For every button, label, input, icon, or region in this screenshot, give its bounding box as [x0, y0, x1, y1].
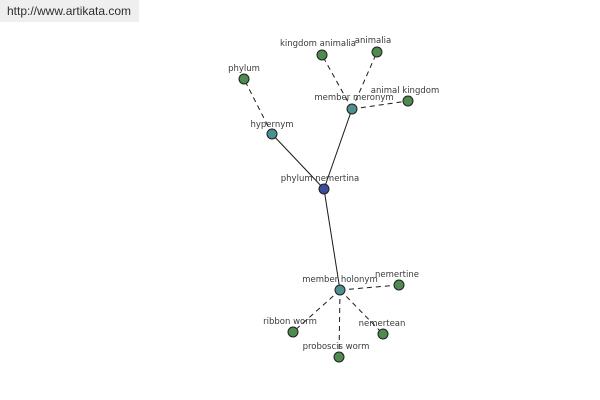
edge-phylum-nemertina-to-member-holonym	[323, 188, 341, 291]
node-ribbon-worm-marker[interactable]	[287, 326, 299, 338]
node-kingdom-animalia[interactable]: kingdom animalia	[280, 39, 356, 61]
edge-member-holonym-to-nemertine	[339, 284, 400, 291]
node-nemertine-marker[interactable]	[393, 279, 405, 291]
edge-phylum-nemertina-to-hypernym	[271, 133, 325, 190]
node-nemertine-label[interactable]: nemertine	[375, 270, 419, 280]
node-animalia[interactable]: animalia	[355, 36, 391, 58]
node-proboscis-worm-label[interactable]: proboscis worm	[303, 342, 370, 352]
node-phylum[interactable]: phylum	[228, 64, 260, 85]
node-hypernym-label[interactable]: hypernym	[250, 120, 293, 130]
node-animal-kingdom-label[interactable]: animal kingdom	[371, 86, 439, 96]
node-animalia-label[interactable]: animalia	[355, 36, 391, 46]
node-member-meronym[interactable]: member meronym	[314, 93, 394, 115]
node-nemertean-label[interactable]: nemertean	[359, 319, 406, 329]
node-member-meronym-marker[interactable]	[346, 103, 358, 115]
node-phylum-marker[interactable]	[238, 73, 250, 85]
node-phylum-nemertina[interactable]: phylum nemertina	[281, 174, 359, 195]
node-hypernym[interactable]: hypernym	[250, 120, 294, 140]
edge-member-holonym-to-ribbon-worm	[292, 289, 341, 333]
node-phylum-label[interactable]: phylum	[228, 64, 260, 74]
node-member-holonym[interactable]: member holonym	[302, 275, 378, 296]
node-phylum-nemertina-label[interactable]: phylum nemertina	[281, 174, 359, 184]
edges-layer	[243, 51, 409, 358]
node-nemertine[interactable]: nemertine	[375, 270, 419, 291]
node-nemertean[interactable]: nemertean	[359, 319, 406, 340]
node-member-holonym-marker[interactable]	[334, 284, 346, 296]
node-proboscis-worm[interactable]: proboscis worm	[303, 342, 370, 363]
node-ribbon-worm-label[interactable]: ribbon worm	[263, 317, 317, 327]
node-member-meronym-label[interactable]: member meronym	[314, 93, 393, 103]
node-kingdom-animalia-label[interactable]: kingdom animalia	[280, 39, 356, 49]
node-member-holonym-label[interactable]: member holonym	[302, 275, 377, 285]
node-hypernym-marker[interactable]	[266, 128, 278, 140]
node-kingdom-animalia-marker[interactable]	[316, 49, 328, 61]
node-ribbon-worm[interactable]: ribbon worm	[263, 317, 317, 338]
edge-member-meronym-to-animalia	[351, 51, 378, 110]
nodes-layer: phylum nemertina hypernym member meronym me…	[228, 36, 439, 363]
node-nemertean-marker[interactable]	[377, 328, 389, 340]
edge-phylum-nemertina-to-member-meronym	[323, 108, 353, 190]
edge-hypernym-to-phylum	[243, 78, 273, 135]
edge-member-holonym-to-nemertean	[339, 289, 384, 335]
edge-member-meronym-to-animal-kingdom	[351, 100, 409, 110]
edge-member-holonym-to-proboscis-worm	[338, 289, 341, 358]
artikata-link[interactable]: http://www.artikata.com	[0, 0, 139, 22]
node-animalia-marker[interactable]	[371, 46, 383, 58]
node-animal-kingdom-marker[interactable]	[402, 95, 414, 107]
edge-member-meronym-to-kingdom-animalia	[321, 54, 353, 110]
node-phylum-nemertina-marker[interactable]	[318, 183, 330, 195]
node-proboscis-worm-marker[interactable]	[333, 351, 345, 363]
node-animal-kingdom[interactable]: animal kingdom	[371, 86, 439, 107]
